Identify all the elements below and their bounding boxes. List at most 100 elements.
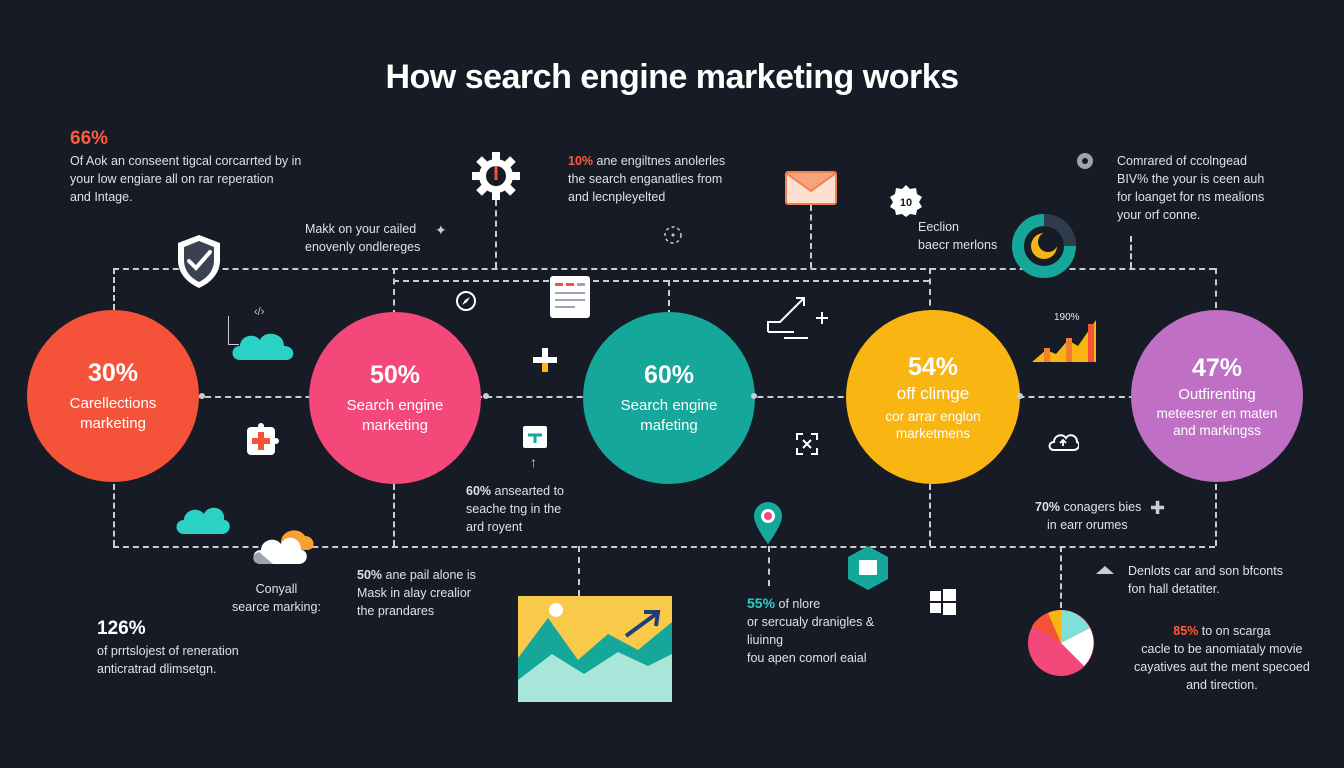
envelope-icon — [785, 171, 837, 205]
growth-arrow-icon — [767, 297, 828, 339]
note-percent: 55% — [747, 595, 776, 611]
connector-envelope — [810, 205, 812, 268]
note-line: and lecnpleyelted — [568, 190, 666, 204]
note-line: the prandares — [357, 604, 435, 618]
note-line: cayatives aut the ment specoed — [1134, 660, 1310, 674]
connector-top — [113, 268, 1215, 270]
cloud-upload-icon — [1048, 434, 1079, 451]
note-top-center: 10% ane engiltnes anolerles the search e… — [568, 152, 725, 206]
connector-top-c4-drop — [929, 268, 931, 316]
windows-icon — [930, 589, 956, 615]
note-top-right: Comrared of ccolngead BIV% the your is c… — [1117, 152, 1264, 224]
badge-number: 10 — [900, 197, 912, 209]
note-line: searce marking: — [232, 600, 321, 614]
connector-bottom-c5-rise — [1215, 484, 1217, 546]
note-below-50: 60% ansearted to seache tng in the ard r… — [466, 482, 564, 536]
note-mid-left: Makk on your cailed enovenly ondlereges — [305, 220, 420, 256]
connector-top-c3-drop — [668, 280, 670, 316]
note-line: anticratrad dlimsetgn. — [97, 662, 217, 676]
connector-bottom-pin — [768, 546, 770, 586]
stage-4-label: off climge — [896, 383, 970, 403]
mountain-chart-icon — [518, 596, 672, 702]
note-line: in earr orumes — [1047, 518, 1128, 532]
note-line: cacle to be anomiataly movie — [1141, 642, 1303, 656]
note-percent: 10% — [568, 154, 594, 168]
connector-bottom-chart — [578, 546, 580, 596]
note-top-left-percent: 66% — [70, 128, 109, 149]
note-right-mid: 70% conagers bies in earr orumes — [1035, 498, 1141, 534]
note-line: Eeclion — [918, 220, 959, 234]
note-line: liuinng — [747, 633, 784, 647]
donut-chart-icon — [1012, 214, 1076, 278]
connector-bottom — [113, 546, 1215, 548]
note-line: or sercualy dranigles & — [747, 615, 875, 629]
connector-dot — [751, 393, 757, 399]
bar-chart-label: 190% — [1054, 312, 1080, 323]
note-percent: 126% — [97, 618, 146, 639]
note-line: ane engiltnes anolerles — [596, 154, 726, 168]
note-line: the search enganatlies from — [568, 172, 723, 186]
note-line: Mask in alay crealior — [357, 586, 471, 600]
shield-check-icon — [178, 235, 220, 288]
connector-bottom-pie — [1060, 546, 1062, 608]
note-line: and Intage. — [70, 190, 133, 204]
stage-5-sublabel: meteesrer en maten and markingss — [1156, 405, 1278, 438]
axis-icon — [228, 316, 239, 345]
badge-icon: 10 — [890, 185, 922, 217]
stage-5-percent: 47% — [1191, 353, 1243, 382]
note-percent: 70% — [1035, 500, 1061, 514]
note-percent: 60% — [466, 484, 492, 498]
gear-icon — [472, 152, 520, 200]
note-line: ane pail alone is — [385, 568, 476, 582]
hexagon-icon — [848, 546, 888, 590]
sparkle-icon: ✦ — [435, 222, 447, 238]
stage-circle-3: 60% Search engine mafeting — [583, 312, 755, 484]
plus-icon — [533, 348, 557, 372]
pie-chart-icon — [1028, 610, 1094, 676]
stage-1-percent: 30% — [87, 358, 139, 387]
note-bottom-right-b: 85% to on scarga cacle to be anomiataly … — [1134, 622, 1310, 694]
note-line: your orf conne. — [1117, 208, 1201, 222]
note-line: enovenly ondlereges — [305, 240, 421, 254]
note-line: seache tng in the — [466, 502, 562, 516]
stage-2-percent: 50% — [369, 360, 421, 389]
connector-bottom-left-rise — [113, 484, 115, 546]
note-line: baecr merlons — [918, 238, 998, 252]
connector-dot — [483, 393, 489, 399]
note-line: fou apen comorl eaial — [747, 651, 867, 665]
cloud-icon — [232, 333, 294, 360]
note-percent: 85% — [1173, 624, 1199, 638]
stage-3-label: Search engine mafeting — [620, 396, 718, 434]
stage-4-percent: 54% — [907, 352, 959, 381]
note-line: conagers bies — [1063, 500, 1142, 514]
move-icon — [796, 433, 818, 455]
note-line: fon hall detatiter. — [1128, 582, 1220, 596]
connector-top-mid — [393, 280, 929, 282]
note-bottom-far-left: 126% of prrtslojest of reneration anticr… — [97, 618, 239, 678]
stage-1-label: Carellections marketing — [69, 394, 157, 432]
note-top-left: 66% Of Aok an conseent tigcal corcarrted… — [70, 128, 301, 206]
stage-circle-2: 50% Search engine marketing — [309, 312, 481, 484]
connector-bottom-c2-rise — [393, 484, 395, 546]
arrow-up-icon: ↑ — [530, 454, 537, 470]
location-pin-icon — [754, 502, 782, 544]
connector-top-c2-drop — [393, 268, 395, 316]
note-bottom-center-right: 55% of nlore or sercualy dranigles & liu… — [747, 594, 874, 667]
note-bottom-left: Conyall searce marking: — [232, 580, 321, 616]
note-line: ard royent — [466, 520, 523, 534]
compass-icon — [456, 291, 476, 311]
puzzle-icon — [247, 423, 279, 455]
bar-chart-icon — [1032, 320, 1096, 362]
note-line: ansearted to — [494, 484, 565, 498]
note-line: Conyall — [255, 582, 298, 596]
note-top-right-center: Eeclion baecr merlons — [918, 218, 997, 254]
connector-top-left-drop — [113, 268, 115, 310]
page-title: How search engine marketing works — [385, 58, 959, 96]
calendar-icon — [550, 276, 590, 318]
connector-top-right — [1130, 236, 1132, 268]
connector-gear — [495, 200, 497, 268]
crosshair-icon — [664, 226, 682, 244]
note-line: of nlore — [778, 597, 821, 611]
note-line: and tirection. — [1186, 678, 1258, 692]
note-line: for loanget for ns mealions — [1117, 190, 1265, 204]
